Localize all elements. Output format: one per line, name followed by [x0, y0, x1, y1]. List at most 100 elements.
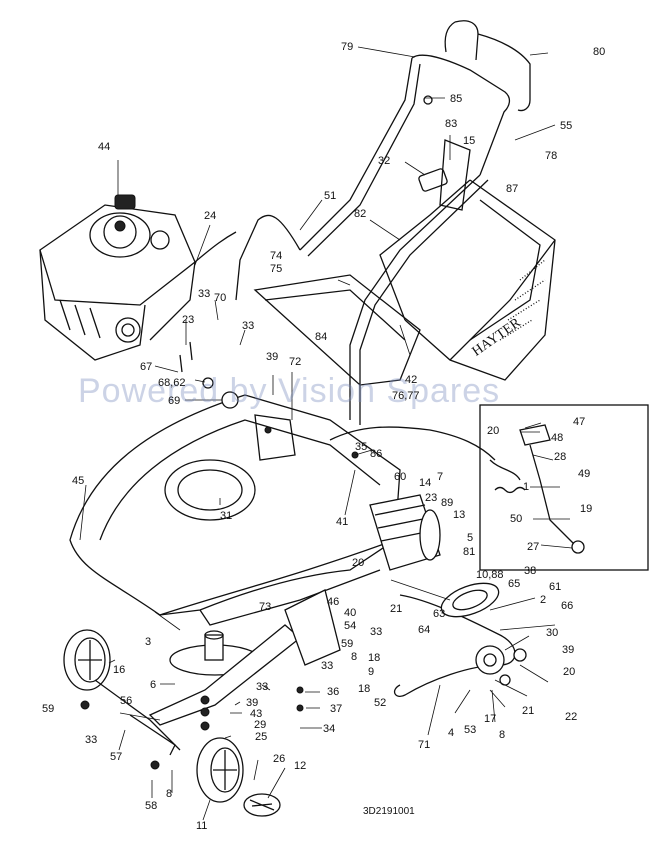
callout-10-88: 10,88: [476, 569, 504, 581]
callout-71: 71: [418, 739, 431, 751]
front-wheel: [63, 629, 181, 756]
callout-40: 40: [344, 607, 357, 619]
callout-36: 36: [327, 686, 340, 698]
grass-catcher: HAYTER: [379, 179, 556, 381]
callout-51: 51: [324, 190, 337, 202]
callout-3: 3: [145, 636, 152, 648]
callout-50: 50: [510, 513, 523, 525]
callout-52: 52: [374, 697, 387, 709]
callout-12: 12: [294, 760, 307, 772]
callout-49: 49: [578, 468, 591, 480]
callout-61: 61: [549, 581, 562, 593]
callout-89: 89: [441, 497, 454, 509]
callout-69: 69: [168, 395, 181, 407]
callout-35: 35: [355, 441, 368, 453]
callout-39a: 39: [266, 351, 279, 363]
callout-21b: 21: [522, 705, 535, 717]
callout-59a: 59: [341, 638, 354, 650]
mower-deck: [69, 394, 496, 626]
callout-48: 48: [551, 432, 564, 444]
callout-83: 83: [445, 118, 458, 130]
callout-27: 27: [527, 541, 540, 553]
callout-5: 5: [467, 532, 474, 544]
handle-assembly: [235, 20, 531, 425]
callout-58: 58: [145, 800, 158, 812]
callout-55: 55: [560, 120, 573, 132]
callout-20c: 20: [563, 666, 576, 678]
callout-26: 26: [273, 753, 286, 765]
callout-17: 17: [484, 713, 497, 725]
callout-65: 65: [508, 578, 521, 590]
detail-inset: [479, 404, 649, 571]
callout-30: 30: [546, 627, 559, 639]
rear-flap: [253, 274, 421, 386]
callout-23a: 23: [182, 314, 195, 326]
callout-2: 2: [540, 594, 547, 606]
callout-68-62: 68,62: [158, 377, 186, 389]
callout-33b: 33: [242, 320, 255, 332]
callout-18b: 18: [358, 683, 371, 695]
callout-46: 46: [327, 596, 340, 608]
callout-72: 72: [289, 356, 302, 368]
callout-6: 6: [150, 679, 157, 691]
callout-43: 43: [250, 708, 263, 720]
callout-4: 4: [448, 727, 455, 739]
callout-63: 63: [433, 608, 446, 620]
callout-25: 25: [255, 731, 268, 743]
callout-74: 74: [270, 250, 283, 262]
callout-22: 22: [565, 711, 578, 723]
callout-33e: 33: [256, 681, 269, 693]
callout-24: 24: [204, 210, 217, 222]
callout-11: 11: [196, 820, 208, 832]
callout-39b: 39: [562, 644, 575, 656]
callout-76-77: 76,77: [392, 390, 420, 402]
roller-drive: [369, 494, 527, 697]
callout-16: 16: [113, 664, 126, 676]
callout-56: 56: [120, 695, 133, 707]
callout-31: 31: [220, 510, 233, 522]
callout-60: 60: [394, 471, 407, 483]
leader-lines: [79, 46, 573, 821]
drawing-code: 3D2191001: [363, 806, 415, 817]
callout-8c: 8: [166, 788, 173, 800]
callout-39c: 39: [246, 697, 259, 709]
callout-13: 13: [453, 509, 466, 521]
callout-20a: 20: [487, 425, 500, 437]
callout-42: 42: [405, 374, 418, 386]
callout-78: 78: [545, 150, 558, 162]
callout-8b: 8: [499, 729, 506, 741]
callout-15: 15: [463, 135, 476, 147]
callout-82: 82: [354, 208, 367, 220]
watermark: Powered by Vision Spares: [78, 372, 501, 410]
callout-21a: 21: [390, 603, 403, 615]
engine: [39, 194, 237, 361]
callout-59b: 59: [42, 703, 55, 715]
callout-28: 28: [554, 451, 567, 463]
callout-33d: 33: [321, 660, 334, 672]
callout-34: 34: [323, 723, 336, 735]
callout-47: 47: [573, 416, 586, 428]
callout-45: 45: [72, 475, 85, 487]
callout-57: 57: [110, 751, 123, 763]
rear-wheel: [196, 737, 281, 817]
small-parts: [80, 341, 359, 770]
callout-75: 75: [270, 263, 283, 275]
callout-33f: 33: [85, 734, 98, 746]
callout-64: 64: [418, 624, 431, 636]
callout-44: 44: [98, 141, 111, 153]
callout-86: 86: [370, 448, 383, 460]
callout-53: 53: [464, 724, 477, 736]
callout-67: 67: [140, 361, 153, 373]
callout-7: 7: [437, 471, 444, 483]
callout-84: 84: [315, 331, 328, 343]
callout-20b: 20: [352, 557, 365, 569]
callout-23b: 23: [425, 492, 438, 504]
callout-18a: 18: [368, 652, 381, 664]
callout-37: 37: [330, 703, 343, 715]
callout-38: 38: [524, 565, 537, 577]
callout-8a: 8: [351, 651, 358, 663]
callout-32: 32: [378, 155, 391, 167]
callout-41: 41: [336, 516, 349, 528]
callout-33a: 33: [198, 288, 211, 300]
